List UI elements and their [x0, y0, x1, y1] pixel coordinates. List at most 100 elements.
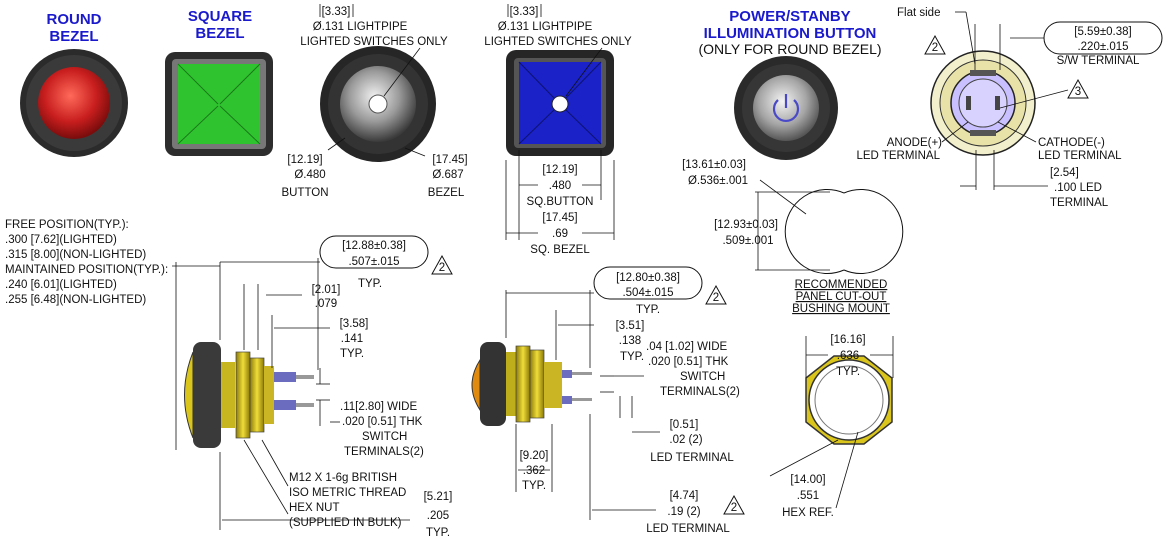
svg-text:.020 [0.51] THK: .020 [0.51] THK: [648, 356, 729, 368]
svg-text:M12 X 1-6g BRITISH: M12 X 1-6g BRITISH: [289, 472, 397, 484]
svg-text:.11[2.80] WIDE: .11[2.80] WIDE: [340, 401, 417, 413]
svg-text:SQ.BUTTON: SQ.BUTTON: [527, 196, 594, 208]
svg-text:SWITCH: SWITCH: [362, 431, 407, 443]
svg-text:[3.33]: [3.33]: [510, 6, 539, 18]
svg-text:SWITCH: SWITCH: [680, 371, 725, 383]
svg-text:SQ. BEZEL: SQ. BEZEL: [530, 244, 590, 256]
svg-text:.100 LED: .100 LED: [1054, 182, 1102, 194]
svg-text:.480: .480: [549, 180, 571, 192]
svg-text:LIGHTED SWITCHES ONLY: LIGHTED SWITCHES ONLY: [484, 36, 632, 48]
svg-text:TYP.: TYP.: [522, 480, 546, 492]
svg-text:.020 [0.51] THK: .020 [0.51] THK: [342, 416, 423, 428]
svg-text:.220±.015: .220±.015: [1077, 41, 1128, 53]
svg-text:TERMINAL: TERMINAL: [1050, 197, 1109, 209]
round-bezel-dimension: [17.45] Ø.687 BEZEL: [404, 147, 468, 199]
svg-text:Ø.687: Ø.687: [432, 169, 463, 181]
square-button-dimensions: [12.19] .480 SQ.BUTTON [17.45] .69 SQ. B…: [505, 150, 615, 256]
svg-text:[5.59±0.38]: [5.59±0.38]: [1074, 26, 1131, 38]
power-standby-heading-1: POWER/STANBY: [729, 8, 850, 25]
svg-text:.240 [6.01](LIGHTED): .240 [6.01](LIGHTED): [5, 279, 117, 291]
svg-text:.69: .69: [552, 228, 568, 240]
svg-text:.509±.001: .509±.001: [722, 235, 773, 247]
svg-text:[5.21]: [5.21]: [424, 491, 453, 503]
svg-text:.138: .138: [619, 335, 641, 347]
svg-text:CATHODE(-): CATHODE(-): [1038, 137, 1105, 149]
svg-text:.551: .551: [797, 490, 819, 502]
svg-text:[12.80±0.38]: [12.80±0.38]: [616, 272, 680, 284]
svg-text:.02 (2): .02 (2): [669, 434, 702, 446]
svg-text:2: 2: [932, 42, 938, 54]
svg-text:LIGHTED SWITCHES ONLY: LIGHTED SWITCHES ONLY: [300, 36, 448, 48]
svg-text:.315 [8.00](NON-LIGHTED): .315 [8.00](NON-LIGHTED): [5, 249, 146, 261]
svg-text:.205: .205: [427, 510, 449, 522]
left-side-view-icon: [184, 342, 314, 448]
svg-text:LED TERMINAL: LED TERMINAL: [1038, 150, 1122, 162]
svg-text:RECOMMENDED: RECOMMENDED: [795, 279, 888, 291]
svg-text:.504±.015: .504±.015: [622, 287, 673, 299]
power-standby-heading-2: ILLUMINATION BUTTON: [704, 25, 877, 42]
svg-text:2: 2: [713, 292, 719, 304]
power-standby-note: (ONLY FOR ROUND BEZEL): [698, 41, 881, 57]
red-round-button-icon: [20, 49, 128, 157]
round-button-dimension: [12.19] Ø.480 BUTTON: [281, 137, 346, 199]
svg-text:.04 [1.02] WIDE: .04 [1.02] WIDE: [646, 341, 728, 353]
svg-text:2: 2: [439, 262, 445, 274]
svg-text:HEX REF.: HEX REF.: [782, 507, 834, 519]
svg-text:[0.51]: [0.51]: [670, 419, 699, 431]
svg-text:.141: .141: [341, 333, 363, 345]
round-bezel-heading-1: ROUND: [47, 11, 102, 28]
grey-round-lightpipe-icon: [320, 46, 436, 162]
svg-text:TERMINALS(2): TERMINALS(2): [344, 446, 424, 458]
svg-text:[2.54]: [2.54]: [1050, 167, 1079, 179]
svg-text:Flat side: Flat side: [897, 7, 940, 19]
svg-text:2: 2: [731, 502, 737, 514]
square-bezel-heading-1: SQUARE: [188, 8, 252, 25]
svg-text:.362: .362: [523, 465, 545, 477]
lightpipe-round-label: [3.33] Ø.131 LIGHTPIPE LIGHTED SWITCHES …: [300, 4, 448, 97]
svg-text:PANEL CUT-OUT: PANEL CUT-OUT: [796, 291, 887, 303]
svg-text:BUTTON: BUTTON: [281, 187, 328, 199]
left-side-labels: FREE POSITION(TYP.): .300 [7.62](LIGHTED…: [5, 219, 453, 539]
svg-text:[12.19]: [12.19]: [542, 164, 577, 176]
round-bezel-heading-2: BEZEL: [49, 28, 98, 45]
middle-side-labels: [12.80±0.38] .504±.015 TYP. 2 [3.51] .13…: [505, 266, 745, 535]
svg-text:LED TERMINAL: LED TERMINAL: [856, 150, 940, 162]
rear-view-icon: [930, 50, 1036, 156]
svg-text:[12.19]: [12.19]: [287, 154, 322, 166]
svg-text:BUSHING MOUNT: BUSHING MOUNT: [792, 303, 890, 315]
svg-text:TYP.: TYP.: [426, 527, 450, 539]
svg-text:TYP.: TYP.: [636, 304, 660, 316]
green-square-button-icon: [165, 52, 273, 156]
svg-text:.507±.015: .507±.015: [348, 256, 399, 268]
svg-text:[17.45]: [17.45]: [542, 212, 577, 224]
svg-text:TYP.: TYP.: [340, 348, 364, 360]
square-bezel-heading-2: BEZEL: [195, 25, 244, 42]
svg-text:S/W TERMINAL: S/W TERMINAL: [1057, 55, 1140, 67]
svg-text:[14.00]: [14.00]: [790, 474, 825, 486]
svg-text:ANODE(+): ANODE(+): [887, 137, 942, 149]
svg-text:.255 [6.48](NON-LIGHTED): .255 [6.48](NON-LIGHTED): [5, 294, 146, 306]
svg-text:[3.51]: [3.51]: [616, 320, 645, 332]
svg-text:.300 [7.62](LIGHTED): .300 [7.62](LIGHTED): [5, 234, 117, 246]
svg-text:Ø.131 LIGHTPIPE: Ø.131 LIGHTPIPE: [313, 21, 408, 33]
svg-text:[2.01]: [2.01]: [312, 284, 341, 296]
svg-text:[3.58]: [3.58]: [340, 318, 369, 330]
svg-text:LED TERMINAL: LED TERMINAL: [650, 452, 734, 464]
svg-text:LED TERMINAL: LED TERMINAL: [646, 523, 730, 535]
svg-text:[9.20]: [9.20]: [520, 450, 549, 462]
svg-text:.079: .079: [315, 298, 337, 310]
svg-text:FREE POSITION(TYP.):: FREE POSITION(TYP.):: [5, 219, 129, 231]
svg-text:[16.16]: [16.16]: [830, 334, 865, 346]
middle-side-view-icon: [471, 342, 592, 426]
svg-text:ISO METRIC THREAD: ISO METRIC THREAD: [289, 487, 406, 499]
svg-text:(SUPPLIED IN BULK): (SUPPLIED IN BULK): [289, 517, 402, 529]
svg-text:TYP.: TYP.: [836, 366, 860, 378]
svg-text:[17.45]: [17.45]: [432, 154, 467, 166]
svg-text:[12.88±0.38]: [12.88±0.38]: [342, 240, 406, 252]
svg-text:Ø.536±.001: Ø.536±.001: [688, 175, 748, 187]
svg-text:TERMINALS(2): TERMINALS(2): [660, 386, 740, 398]
svg-text:[4.74]: [4.74]: [670, 490, 699, 502]
svg-text:.636: .636: [837, 350, 859, 362]
lightpipe-square-label: [3.33] Ø.131 LIGHTPIPE LIGHTED SWITCHES …: [484, 4, 632, 97]
